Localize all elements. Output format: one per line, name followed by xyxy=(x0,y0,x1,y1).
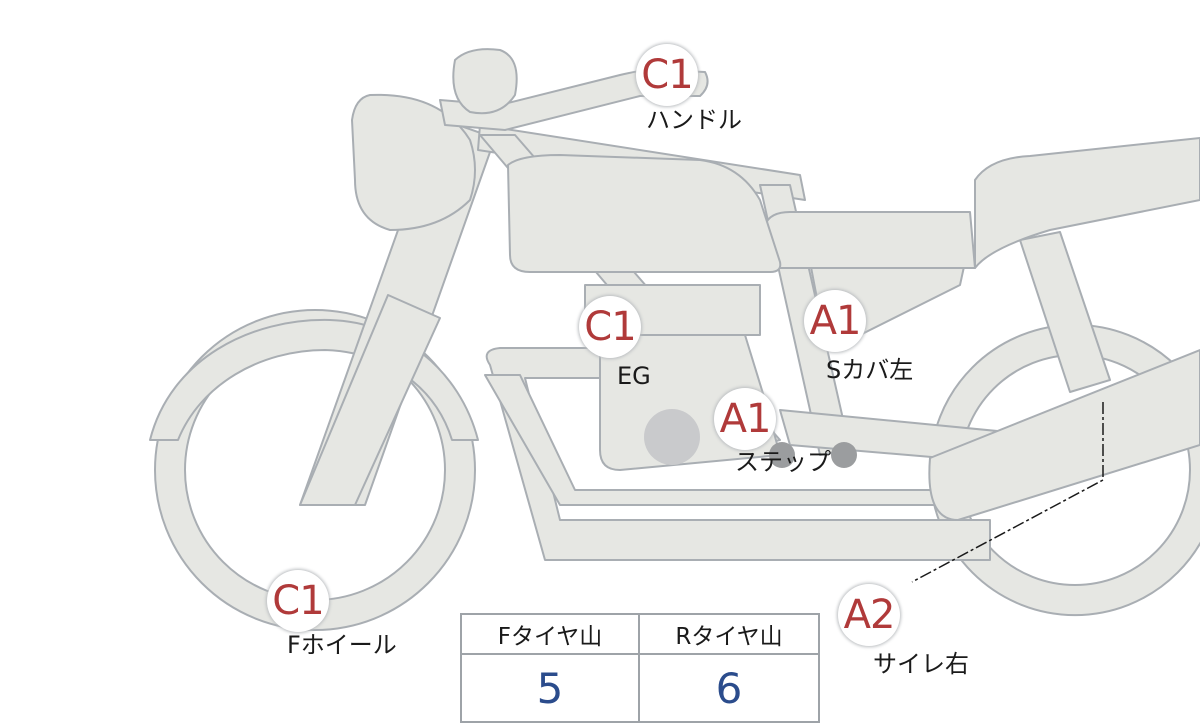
rear-tire-tread-value: 6 xyxy=(715,663,743,713)
part-label-engine: EG xyxy=(617,362,651,390)
rear-shock xyxy=(1019,231,1111,393)
footpeg-right xyxy=(831,442,857,468)
fork-slider xyxy=(299,294,441,506)
tire-tread-table: Fタイヤ山 Rタイヤ山 5 6 xyxy=(460,613,820,723)
part-label-silencer: サイレ右 xyxy=(873,650,969,678)
part-label-front-wheel: Fホイール xyxy=(287,631,397,659)
rear-tire-tread-header: Rタイヤ山 xyxy=(640,615,818,655)
part-label-side-cover: Sカバ左 xyxy=(826,356,914,384)
grade-badge-side-cover: A1 xyxy=(804,290,866,352)
exhaust-lower xyxy=(485,347,991,561)
front-tire-tread-header: Fタイヤ山 xyxy=(462,615,640,655)
grade-badge-step: A1 xyxy=(714,388,776,450)
engine-cover xyxy=(644,409,700,465)
muffler xyxy=(928,349,1200,521)
part-label-step: ステップ xyxy=(735,448,831,476)
seat-base xyxy=(764,211,976,269)
grade-badge-front-wheel: C1 xyxy=(267,570,329,632)
fuel-tank xyxy=(507,154,782,273)
footpeg-left xyxy=(769,442,795,468)
grade-badge-engine: C1 xyxy=(579,296,641,358)
mirror-stem xyxy=(452,48,518,115)
leader-line xyxy=(911,402,1104,583)
part-label-handlebar: ハンドル xyxy=(646,106,742,134)
grade-badge-handlebar: C1 xyxy=(636,44,698,106)
grade-badge-silencer: A2 xyxy=(838,584,900,646)
seat xyxy=(974,137,1200,269)
front-tire-tread-value: 5 xyxy=(462,655,640,721)
